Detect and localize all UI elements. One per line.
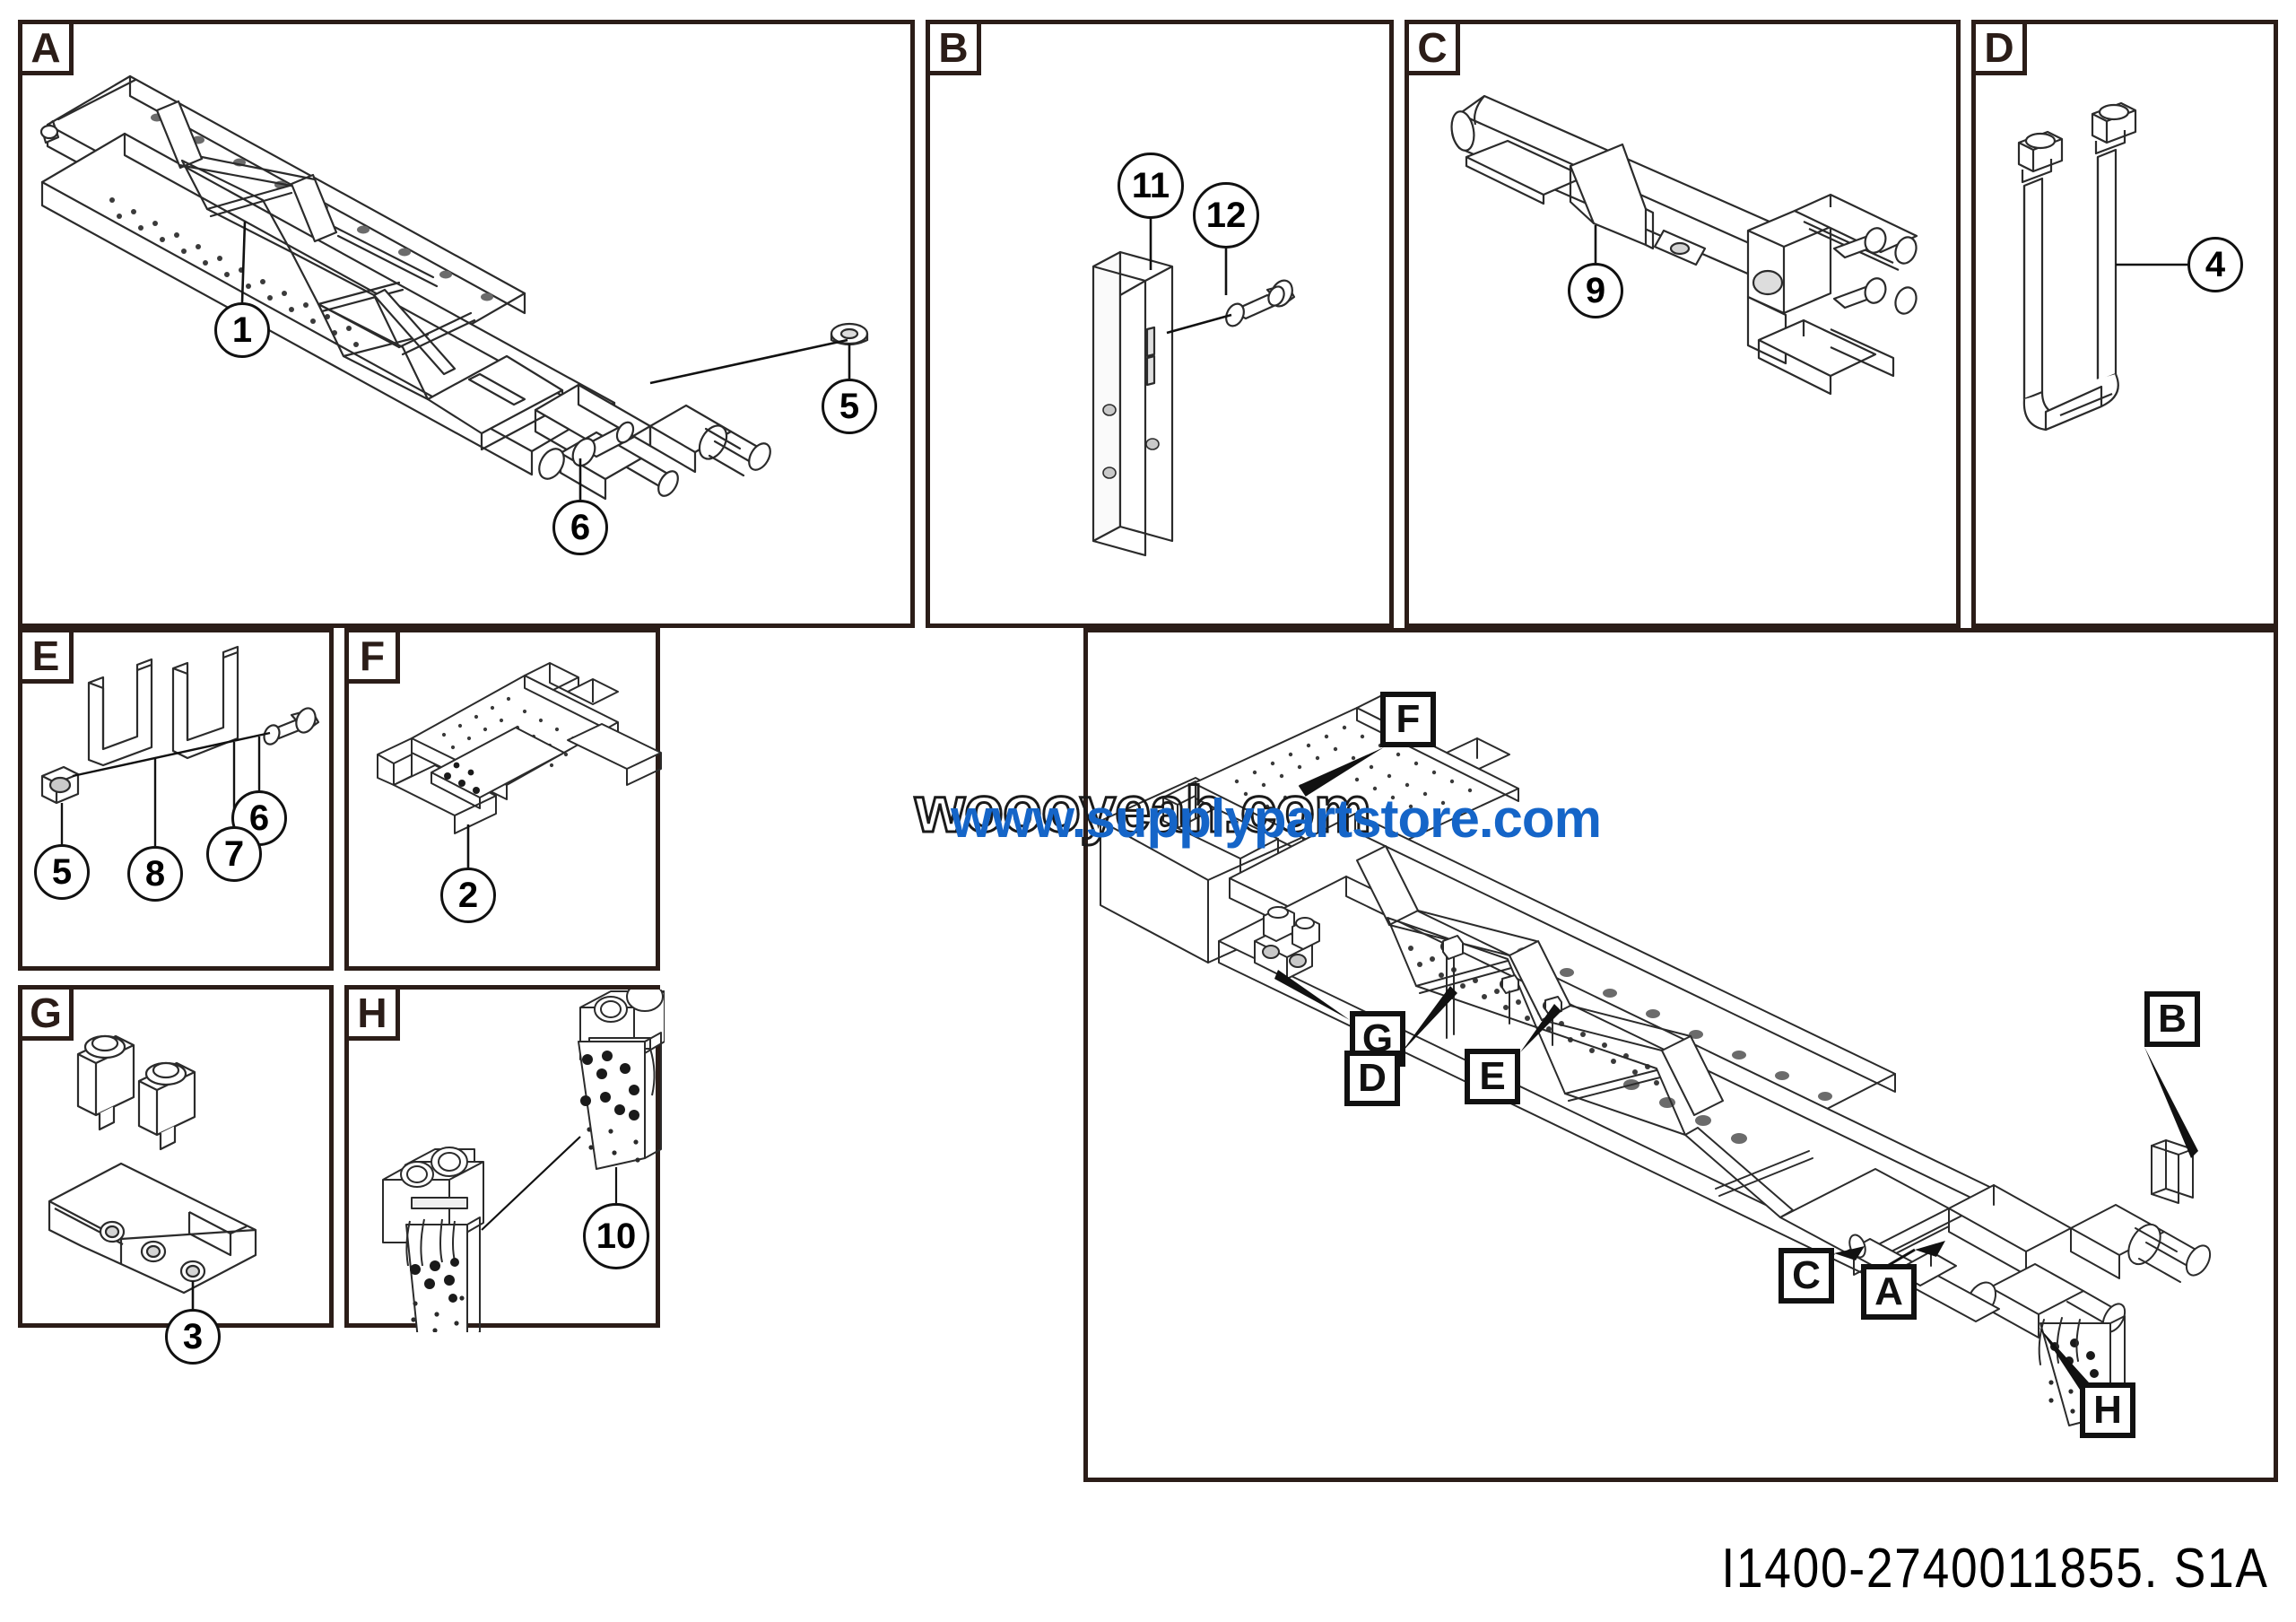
ref-a-label: A: [1874, 1269, 1903, 1313]
panel-letter-c: C: [1405, 20, 1460, 75]
panel-h: H: [344, 985, 665, 1332]
main-assembly-artwork: [1088, 632, 2283, 1487]
panel-c-artwork: [1409, 24, 1965, 632]
ref-letter-c[interactable]: C: [1779, 1248, 1834, 1304]
panel-letter-h: H: [344, 985, 400, 1041]
ref-f-label: F: [1396, 697, 1421, 741]
callout-7[interactable]: 7: [206, 826, 262, 882]
panel-letter-a: A: [18, 20, 74, 75]
callout-2[interactable]: 2: [440, 868, 496, 923]
callout-1[interactable]: 1: [214, 302, 270, 358]
ref-c-label: C: [1792, 1253, 1821, 1297]
callout-6-label: 6: [570, 508, 591, 547]
panel-f: F: [344, 628, 662, 971]
callout-11[interactable]: 11: [1118, 153, 1184, 219]
ref-e-label: E: [1479, 1054, 1506, 1098]
callout-2-label: 2: [457, 876, 479, 915]
ref-letter-h[interactable]: H: [2080, 1382, 2135, 1438]
panel-g-artwork: [22, 990, 338, 1332]
callout-11-label: 11: [1131, 166, 1170, 205]
watermark-woooyeah: woooyeah.com: [913, 773, 1372, 848]
ref-letter-e[interactable]: E: [1465, 1049, 1520, 1104]
callout-3[interactable]: 3: [165, 1309, 221, 1365]
callout-6e-label: 6: [248, 798, 270, 838]
callout-5e-label: 5: [51, 852, 73, 892]
callout-5-panel-e[interactable]: 5: [34, 844, 90, 900]
callout-5-label: 5: [839, 387, 860, 426]
callout-8[interactable]: 8: [127, 846, 183, 902]
panel-c: C: [1405, 20, 1961, 628]
panel-e: E: [18, 628, 334, 971]
panel-e-artwork: [22, 632, 338, 975]
callout-5-panel-a[interactable]: 5: [822, 379, 877, 434]
ref-d-label: D: [1358, 1056, 1387, 1100]
callout-12-label: 12: [1205, 196, 1247, 235]
callout-9-label: 9: [1585, 271, 1606, 310]
reference-leader-lines: [1274, 747, 2198, 1390]
callout-6-panel-a[interactable]: 6: [552, 500, 608, 555]
part-number-caption: I1400-2740011855. S1A: [1721, 1538, 2269, 1600]
panel-letter-d: D: [1971, 20, 2027, 75]
panel-letter-f: F: [344, 628, 400, 684]
ref-letter-a[interactable]: A: [1861, 1264, 1917, 1320]
ref-letter-b[interactable]: B: [2144, 991, 2200, 1047]
panel-d-artwork: [1976, 24, 2283, 632]
ref-h-label: H: [2093, 1388, 2122, 1432]
callout-10[interactable]: 10: [583, 1203, 649, 1269]
panel-b: B: [926, 20, 1394, 628]
panel-letter-g: G: [18, 985, 74, 1041]
callout-12[interactable]: 12: [1193, 182, 1259, 249]
panel-f-artwork: [349, 632, 665, 975]
panel-h-artwork: [349, 990, 665, 1332]
callout-7-label: 7: [223, 834, 245, 874]
panel-g: G: [18, 985, 334, 1365]
watermark-supplypartstore: www.supplypartstore.com: [951, 789, 1602, 849]
panel-a: A: [18, 20, 915, 628]
panel-d: D: [1971, 20, 2278, 628]
ref-b-label: B: [2158, 997, 2187, 1041]
panel-main-assembly: F G D E B C A H: [1083, 628, 2278, 1482]
callout-4[interactable]: 4: [2187, 237, 2243, 292]
callout-1-label: 1: [231, 310, 253, 350]
callout-10-label: 10: [596, 1216, 637, 1256]
callout-4-label: 4: [2205, 245, 2226, 284]
ref-letter-f[interactable]: F: [1380, 692, 1436, 747]
panel-letter-e: E: [18, 628, 74, 684]
callout-3-label: 3: [182, 1317, 204, 1356]
panel-letter-b: B: [926, 20, 981, 75]
panel-b-artwork: [930, 24, 1398, 632]
ref-letter-d[interactable]: D: [1344, 1051, 1400, 1106]
callout-8-label: 8: [144, 854, 166, 894]
callout-9[interactable]: 9: [1568, 263, 1623, 318]
panel-a-artwork: [22, 24, 919, 632]
